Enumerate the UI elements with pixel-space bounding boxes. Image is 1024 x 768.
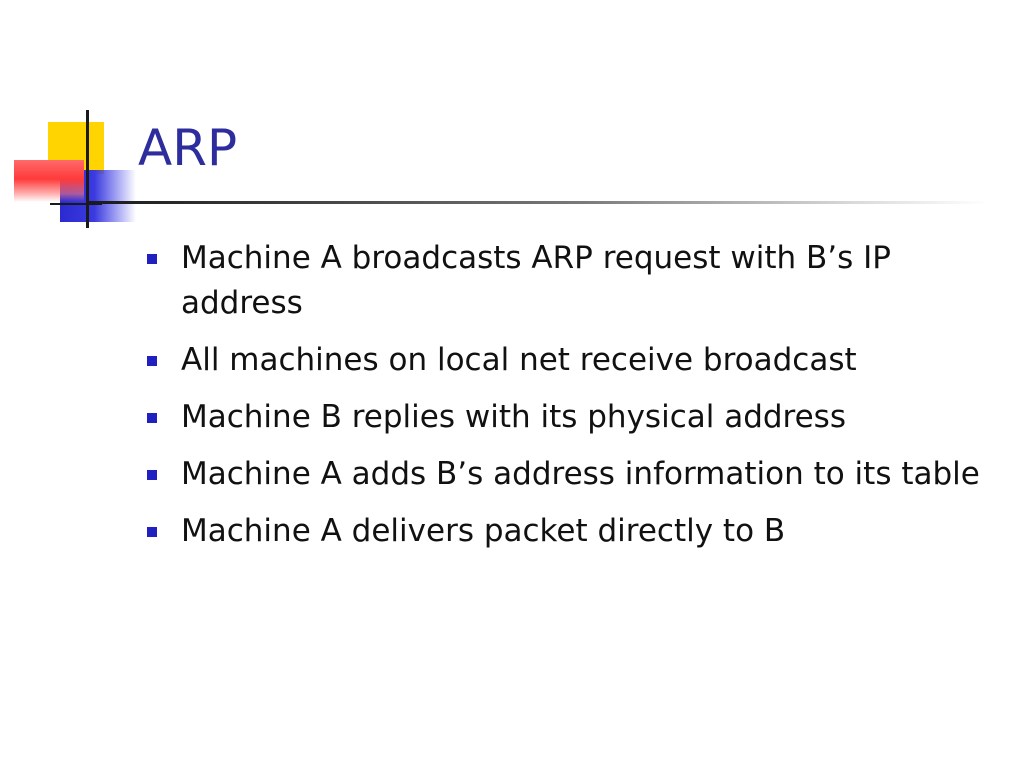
slide-title: ARP: [138, 119, 238, 177]
bullet-item: Machine B replies with its physical addr…: [144, 395, 1004, 440]
square-bullet-icon: [147, 254, 157, 264]
bullet-item: Machine A broadcasts ARP request with B’…: [144, 236, 1004, 326]
bullet-text: Machine A delivers packet directly to B: [181, 513, 786, 549]
bullet-item: Machine A delivers packet directly to B: [144, 509, 1004, 554]
square-bullet-icon: [147, 527, 157, 537]
bullet-text: All machines on local net receive broadc…: [181, 342, 857, 378]
short-horizontal-line-decoration: [50, 203, 102, 205]
bullet-text: Machine A adds B’s address information t…: [181, 456, 980, 492]
title-underline-rule: [88, 201, 988, 204]
bullet-text: Machine A broadcasts ARP request with B’…: [181, 240, 891, 321]
bullet-item: All machines on local net receive broadc…: [144, 338, 1004, 383]
square-bullet-icon: [147, 470, 157, 480]
square-bullet-icon: [147, 356, 157, 366]
vertical-line-decoration: [86, 110, 89, 228]
bullet-list: Machine A broadcasts ARP request with B’…: [144, 236, 1004, 566]
bullet-item: Machine A adds B’s address information t…: [144, 452, 1004, 497]
bullet-text: Machine B replies with its physical addr…: [181, 399, 846, 435]
square-bullet-icon: [147, 413, 157, 423]
red-square-decoration: [14, 160, 84, 202]
